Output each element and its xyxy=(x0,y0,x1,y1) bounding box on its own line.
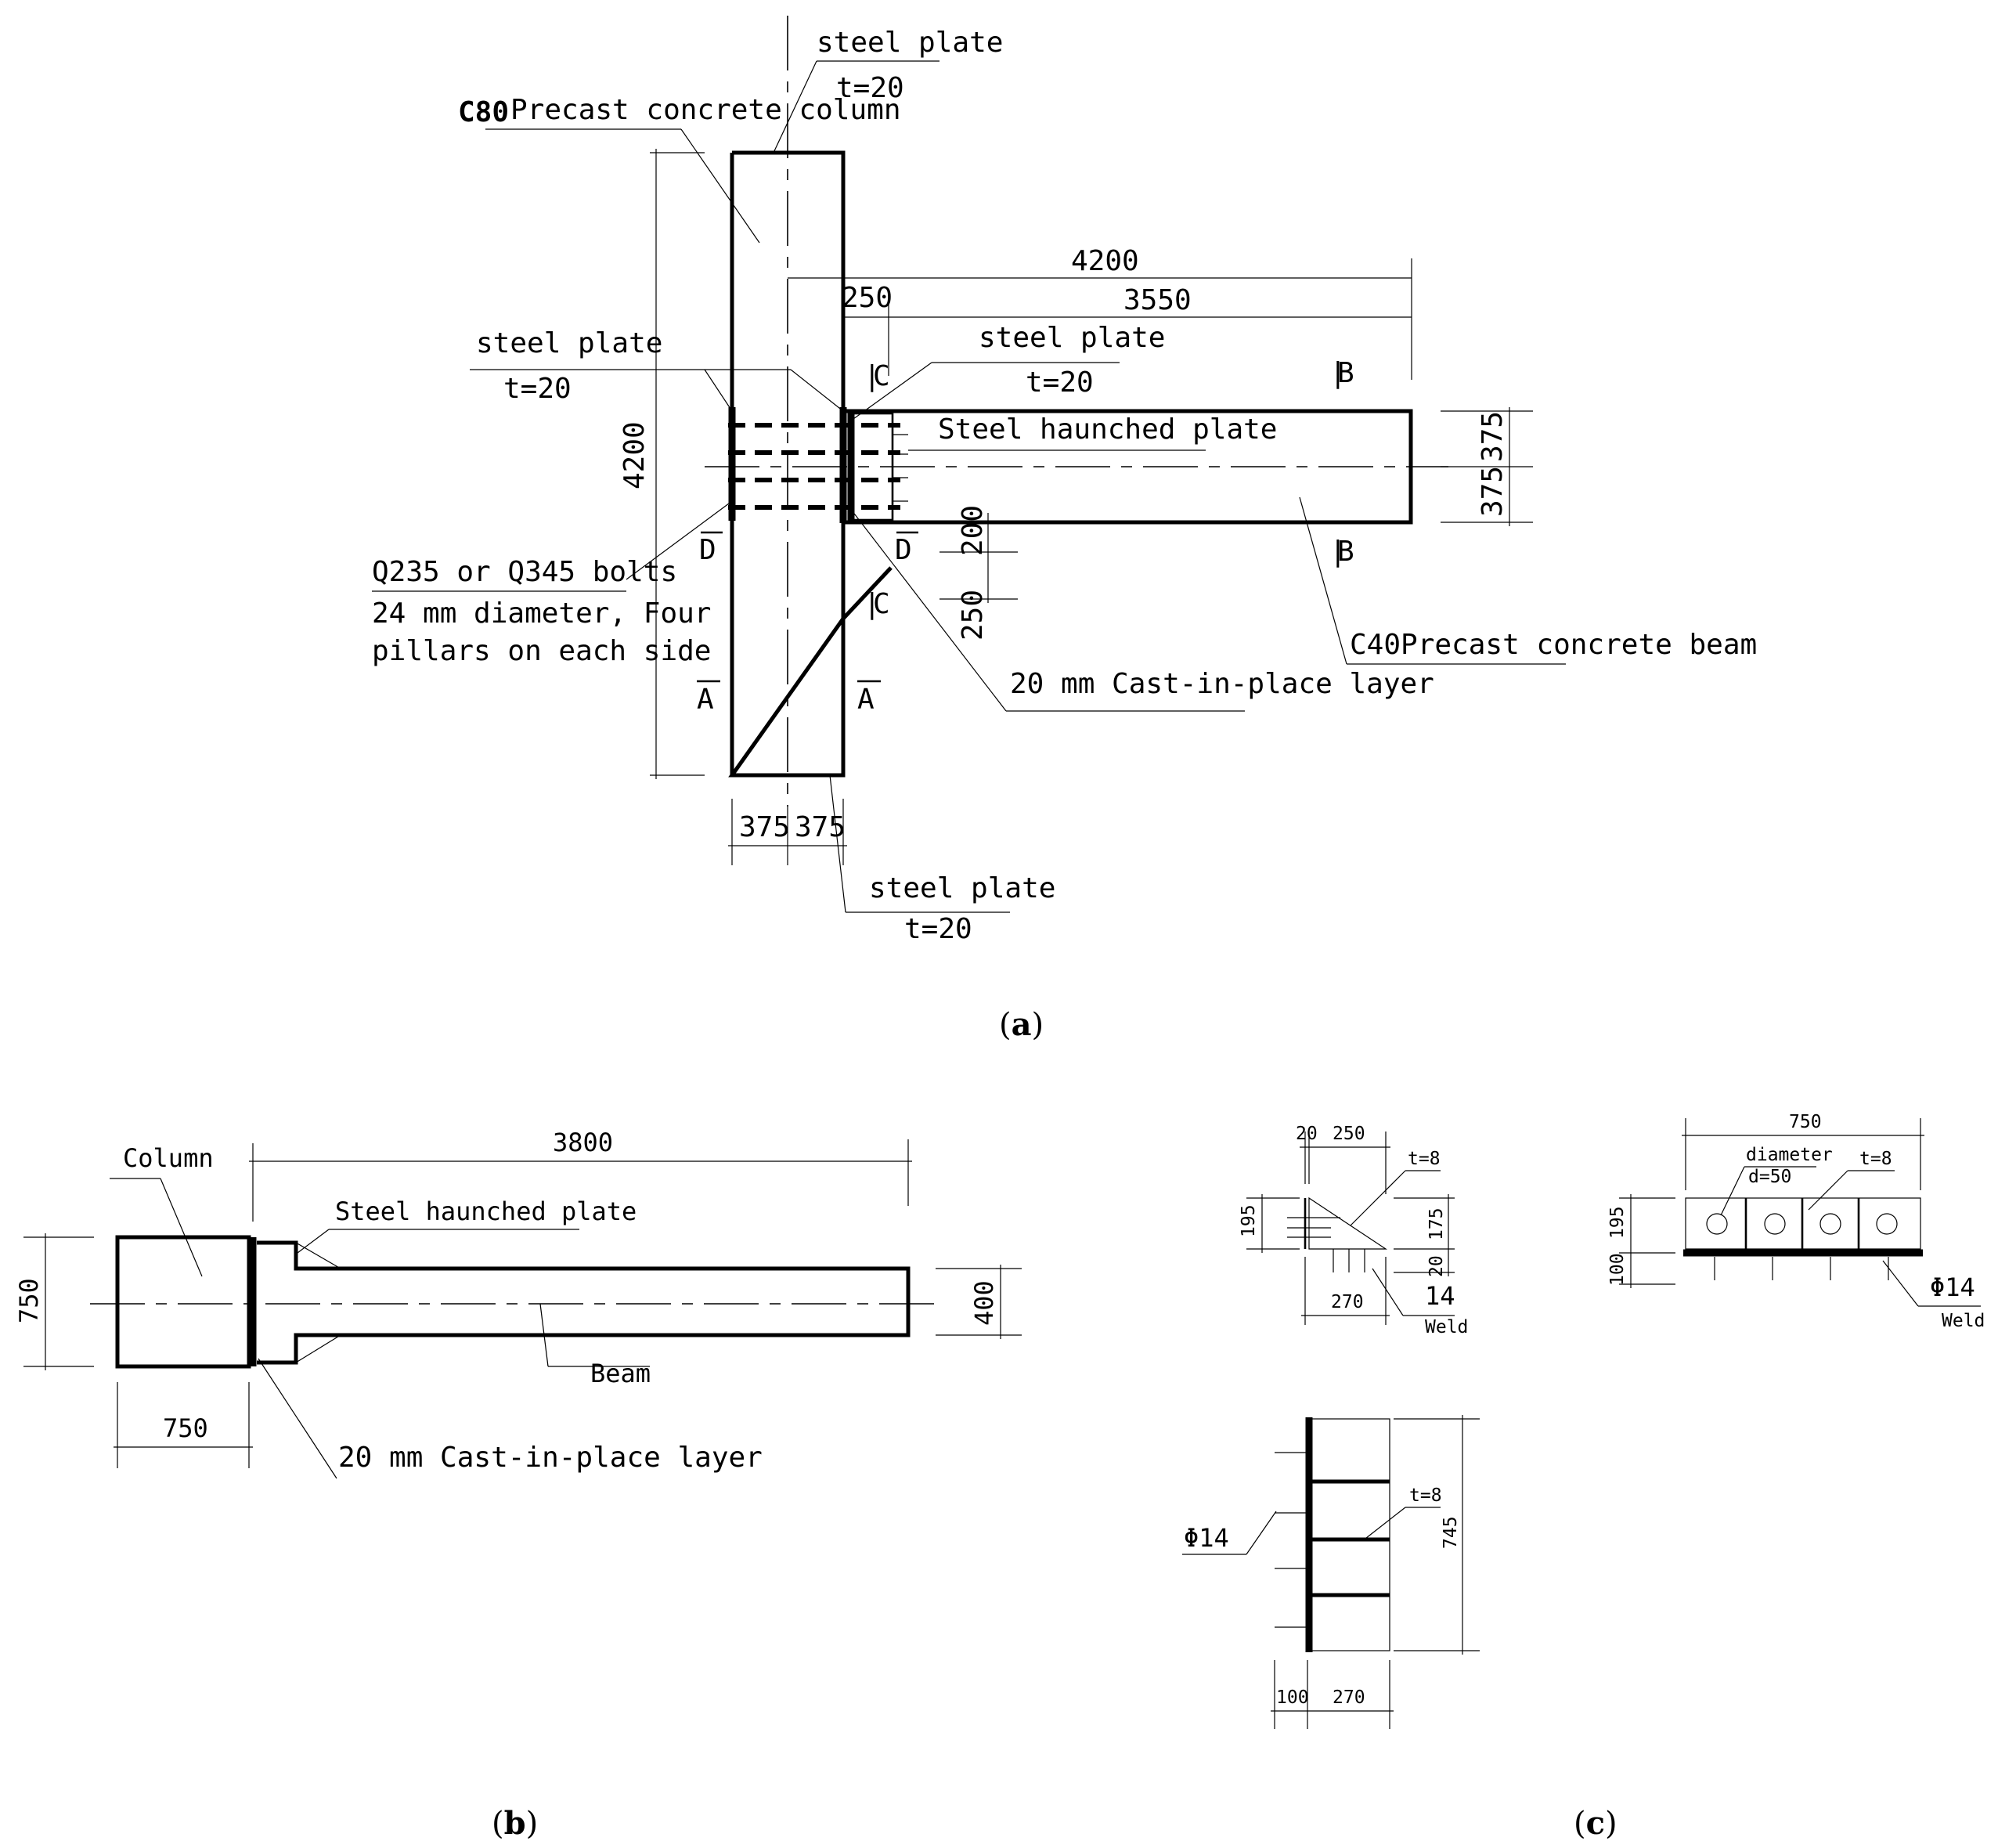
label-cell-t8: t=8 xyxy=(1859,1149,1892,1169)
label-diameter: diameter xyxy=(1746,1145,1833,1165)
label-vertical-t8: t=8 xyxy=(1409,1485,1442,1506)
vertical-stiffener-plate xyxy=(1311,1418,1390,1651)
dim-400: 400 xyxy=(969,1280,999,1326)
section-d-left: D xyxy=(699,534,716,566)
steel-haunched-plate xyxy=(852,412,894,522)
section-a-left: A xyxy=(697,684,714,716)
label-bolts-line3: pillars on each side xyxy=(372,635,711,667)
section-b-bar-bottom: | xyxy=(1329,536,1347,568)
dim-cell-195: 195 xyxy=(1607,1206,1628,1239)
dim-745: 745 xyxy=(1441,1516,1461,1549)
dim-triangle-20-vertical: 20 xyxy=(1426,1255,1447,1277)
label-bolts-line2: 24 mm diameter, Four xyxy=(372,597,711,630)
dim-vertical-100: 100 xyxy=(1276,1687,1309,1708)
label-d50: d=50 xyxy=(1748,1167,1791,1187)
dim-column-height: 4200 xyxy=(619,421,651,489)
dim-cell-750: 750 xyxy=(1789,1112,1822,1132)
label-vertical-phi14: Φ14 xyxy=(1184,1523,1229,1553)
section-a-right: A xyxy=(857,684,875,716)
label-bottom-steel-plate: steel plate xyxy=(869,872,1055,904)
label-beam: Beam xyxy=(590,1359,651,1388)
caption-a: (a) xyxy=(999,1006,1044,1043)
plan-haunch-bottom xyxy=(257,1333,341,1365)
section-c-bottom: C xyxy=(873,588,890,620)
section-c-bar-top: | xyxy=(864,360,881,392)
label-c80: C80 xyxy=(458,96,509,128)
caption-b: (b) xyxy=(492,1805,538,1842)
dim-triangle-195: 195 xyxy=(1239,1204,1259,1237)
bolt-hole-1 xyxy=(1706,1213,1728,1235)
dim-750-horizontal: 750 xyxy=(163,1413,208,1443)
dim-3550: 3550 xyxy=(1123,284,1192,316)
dim-triangle-20: 20 xyxy=(1296,1124,1318,1144)
dim-triangle-250: 250 xyxy=(1333,1124,1365,1144)
panel-a-elevation: steel plate t=20 C80 Precast concrete co… xyxy=(372,16,1757,1043)
label-right-t20: t=20 xyxy=(1026,366,1094,399)
triangle-stiffener xyxy=(1308,1197,1387,1250)
label-cell-phi14: Φ14 xyxy=(1930,1272,1975,1302)
dim-375-col-left: 375 xyxy=(739,811,790,843)
dim-200: 200 xyxy=(957,505,989,556)
label-precast-column: Precast concrete column xyxy=(510,94,901,126)
dim-375-col-right: 375 xyxy=(795,811,846,843)
bolt-hole-4 xyxy=(1876,1213,1898,1235)
label-plan-haunched: Steel haunched plate xyxy=(335,1197,637,1226)
dim-250-haunch: 250 xyxy=(957,590,989,641)
label-triangle-14: 14 xyxy=(1425,1281,1455,1311)
section-c-bar-bottom: | xyxy=(864,588,881,620)
bolt-hole-2 xyxy=(1764,1213,1786,1235)
label-steel-haunched-plate: Steel haunched plate xyxy=(938,413,1277,446)
label-plan-cast-layer: 20 mm Cast-in-place layer xyxy=(338,1442,763,1474)
section-b-bottom: B xyxy=(1337,536,1354,568)
dim-750-vertical: 750 xyxy=(14,1278,44,1323)
plan-beam xyxy=(341,1266,911,1337)
label-column: Column xyxy=(123,1143,214,1173)
bolt-hole-3 xyxy=(1819,1213,1841,1235)
plan-haunch-top xyxy=(257,1240,341,1271)
section-c-top: C xyxy=(873,360,890,392)
dim-375-upper: 375 xyxy=(1477,411,1509,462)
dim-cell-100: 100 xyxy=(1607,1253,1628,1286)
dim-250-top: 250 xyxy=(842,282,893,314)
section-b-top: B xyxy=(1337,357,1354,389)
label-cell-weld: Weld xyxy=(1942,1311,1985,1331)
section-d-right: D xyxy=(895,534,912,566)
label-bolts-line1: Q235 or Q345 bolts xyxy=(372,556,677,588)
dim-beam-span: 4200 xyxy=(1071,245,1139,277)
dim-triangle-175: 175 xyxy=(1426,1207,1447,1240)
label-cast-in-place-layer: 20 mm Cast-in-place layer xyxy=(1010,668,1434,700)
label-triangle-weld: Weld xyxy=(1425,1317,1468,1337)
label-triangle-t8: t=8 xyxy=(1408,1149,1441,1169)
dim-375-lower: 375 xyxy=(1477,466,1509,517)
panel-c-plate-details: 20 250 t=8 195 175 20 270 14 Weld xyxy=(1182,1112,1985,1842)
plan-column xyxy=(115,1235,251,1369)
label-top-t20: t=20 xyxy=(836,72,904,104)
dim-vertical-270: 270 xyxy=(1333,1687,1365,1708)
dim-triangle-270: 270 xyxy=(1331,1292,1364,1312)
caption-c: (c) xyxy=(1574,1805,1618,1842)
panel-b-plan: 3800 750 400 750 Column Steel haunched p… xyxy=(14,1128,1022,1842)
label-c40-beam: C40Precast concrete beam xyxy=(1350,629,1757,661)
label-right-steel-plate: steel plate xyxy=(979,322,1165,354)
label-top-steel-plate: steel plate xyxy=(817,27,1003,59)
label-bottom-t20: t=20 xyxy=(904,913,972,945)
label-left-t20: t=20 xyxy=(503,373,572,405)
label-left-steel-plate: steel plate xyxy=(476,327,662,359)
section-b-bar-top: | xyxy=(1329,357,1347,389)
dim-3800: 3800 xyxy=(553,1128,613,1157)
